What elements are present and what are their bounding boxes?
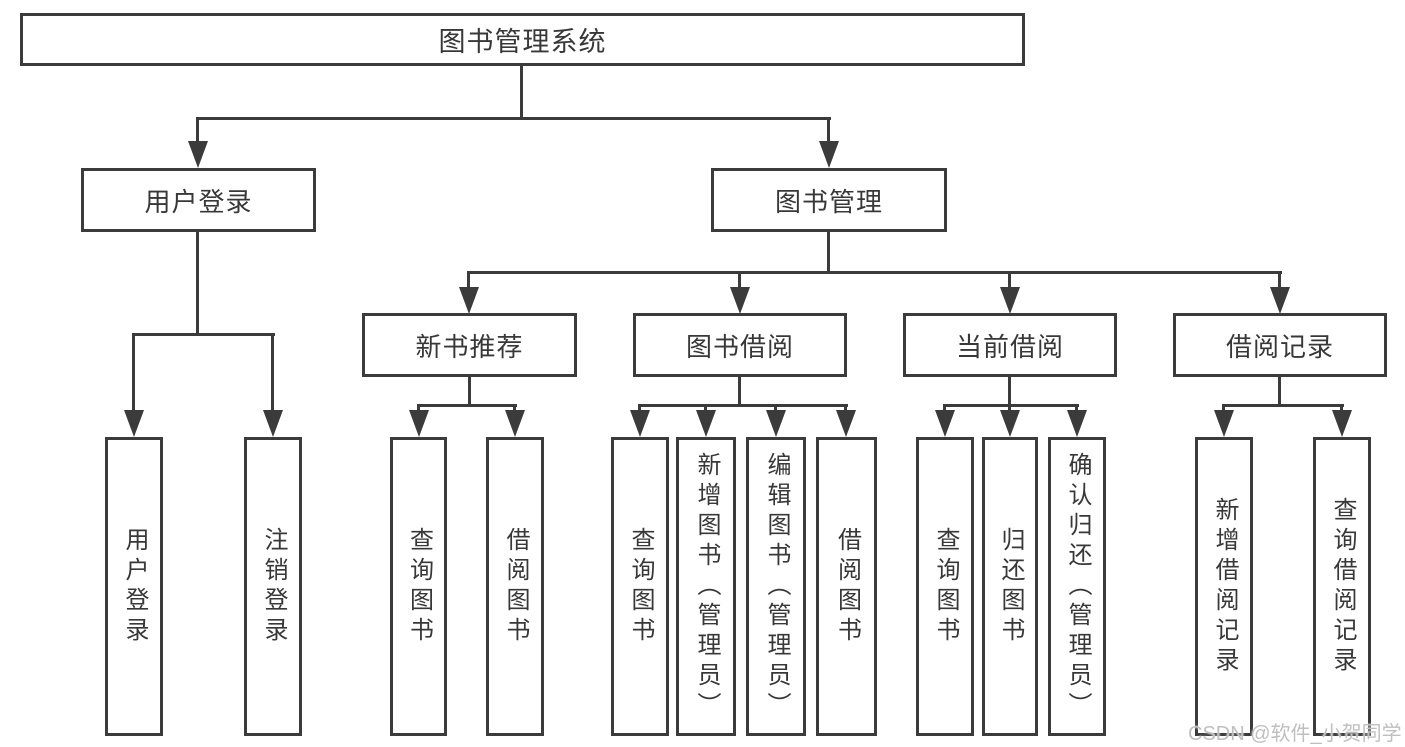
node-book-borrowing: 图书借阅	[633, 313, 847, 377]
leaf-borrow-books-recommend: 借阅图书	[486, 437, 544, 736]
arrow-down-icon	[1332, 410, 1352, 437]
arrow-down-icon	[766, 410, 786, 437]
connector-book-mgmt-stem	[827, 117, 830, 145]
node-current-borrowing: 当前借阅	[903, 313, 1117, 377]
connector-down	[1278, 377, 1281, 406]
connector-leaf-stem	[132, 333, 135, 413]
connector-rail	[943, 404, 1079, 407]
connector-level2-rail	[196, 117, 831, 120]
csdn-watermark: CSDN @软件_小贺同学	[1188, 723, 1402, 745]
connector-user-login-down	[196, 232, 199, 336]
arrow-down-icon	[630, 410, 650, 437]
connector-level3-stem	[1008, 271, 1011, 291]
leaf-query-borrow-record: 查询借阅记录	[1313, 437, 1371, 736]
leaf-query-books-recommend: 查询图书	[390, 437, 447, 736]
leaf-query-books-current: 查询图书	[916, 437, 974, 736]
connector-down	[1008, 377, 1011, 406]
arrow-down-icon	[1000, 410, 1020, 437]
leaf-logout: 注销登录	[244, 437, 302, 736]
connector-root-stem	[520, 66, 523, 119]
leaf-edit-book-admin: 编辑图书（管理员）	[746, 437, 806, 736]
connector-rail	[638, 404, 848, 407]
connector-leaf-stem	[271, 333, 274, 413]
leaf-user-login: 用户登录	[105, 437, 163, 736]
arrow-down-icon	[505, 410, 525, 437]
node-new-book-recommend: 新书推荐	[362, 313, 577, 377]
leaf-add-book-admin: 新增图书（管理员）	[676, 437, 736, 736]
leaf-confirm-return-admin: 确认归还（管理员）	[1048, 437, 1106, 736]
node-borrowing-records: 借阅记录	[1173, 313, 1387, 377]
arrow-down-icon	[409, 410, 429, 437]
leaf-query-books-borrowing: 查询图书	[611, 437, 669, 736]
arrow-down-icon	[124, 410, 144, 437]
arrow-down-icon	[1270, 287, 1290, 314]
connector-rail	[1222, 404, 1344, 407]
node-library-management-system: 图书管理系统	[20, 13, 1025, 66]
arrow-down-icon	[730, 287, 750, 314]
arrow-down-icon	[1067, 410, 1087, 437]
arrow-down-icon	[188, 141, 208, 168]
arrow-down-icon	[935, 410, 955, 437]
leaf-add-borrow-record: 新增借阅记录	[1195, 437, 1253, 736]
leaf-return-book: 归还图书	[982, 437, 1038, 736]
connector-down	[468, 377, 471, 406]
arrow-down-icon	[263, 410, 283, 437]
arrow-down-icon	[836, 410, 856, 437]
arrow-down-icon	[1000, 287, 1020, 314]
connector-user-login-rail	[132, 333, 275, 336]
connector-user-login-stem	[196, 117, 199, 145]
arrow-down-icon	[819, 141, 839, 168]
connector-down	[738, 377, 741, 406]
node-user-login: 用户登录	[81, 168, 316, 232]
leaf-borrow-books: 借阅图书	[816, 437, 877, 736]
arrow-down-icon	[459, 287, 479, 314]
connector-level3-stem	[1278, 271, 1281, 291]
connector-rail	[417, 404, 517, 407]
node-book-management: 图书管理	[711, 168, 947, 232]
connector-book-mgmt-down	[827, 232, 830, 273]
connector-level3-stem	[467, 271, 470, 291]
connector-level3-stem	[738, 271, 741, 291]
arrow-down-icon	[696, 410, 716, 437]
connector-level3-rail	[467, 271, 1282, 274]
arrow-down-icon	[1214, 410, 1234, 437]
